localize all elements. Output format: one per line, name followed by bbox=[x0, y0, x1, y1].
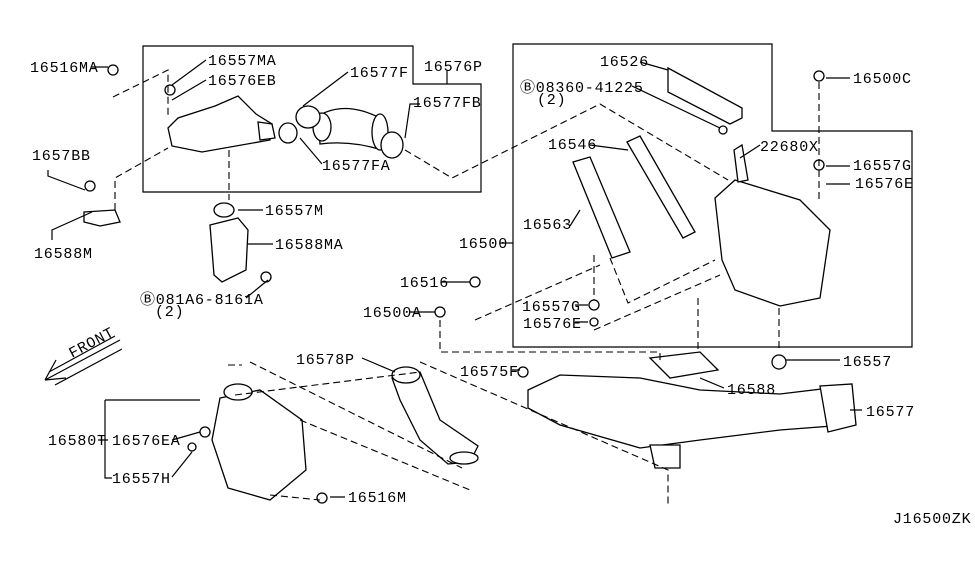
part-callout-label: 16500C bbox=[853, 71, 912, 88]
part-callout-label: 16500A bbox=[363, 305, 422, 322]
diagram-id: J16500ZK bbox=[893, 511, 971, 528]
part-callout-label: 16577 bbox=[866, 404, 915, 421]
air-cleaner-part bbox=[572, 66, 831, 307]
part-callout-label: 16588 bbox=[727, 382, 776, 399]
part-callout-label: 16557 bbox=[843, 354, 892, 371]
group-box-air-cleaner bbox=[512, 43, 913, 348]
part-callout-label: 16576EA bbox=[112, 433, 181, 450]
part-callout-label: 16580T bbox=[48, 433, 107, 450]
part-callout-label: 16588M bbox=[34, 246, 93, 263]
part-callout-label: 16577FB bbox=[413, 95, 482, 112]
part-callout-label: 16516MA bbox=[30, 60, 99, 77]
part-callout-label: 16500 bbox=[459, 236, 508, 253]
part-callout-label: Ⓑ081A6-8161A bbox=[140, 291, 264, 309]
part-callout-label: 16577F bbox=[350, 65, 409, 82]
part-callout-label: 16576E bbox=[855, 176, 914, 193]
intake-duct-part bbox=[527, 351, 857, 469]
part-callout-label: 16577FA bbox=[322, 158, 391, 175]
group-box-duct bbox=[142, 45, 482, 193]
leader-lines bbox=[47, 59, 862, 498]
front-arrow bbox=[44, 335, 123, 386]
part-callout-label: Ⓑ08360-41225 bbox=[520, 79, 644, 97]
part-callout-label: 16526 bbox=[600, 54, 649, 71]
part-callout-label: 16546 bbox=[548, 137, 597, 154]
front-label: FRONT bbox=[66, 324, 117, 362]
part-callout-label: 16575F bbox=[460, 364, 519, 381]
part-callout-label: 16576P bbox=[424, 59, 483, 76]
resonator-part bbox=[167, 95, 276, 153]
resonator-tank-part bbox=[211, 383, 307, 501]
part-callout-label: 16557M bbox=[265, 203, 324, 220]
part-callout-label: 16516 bbox=[400, 275, 449, 292]
air-duct-hose-part bbox=[278, 105, 404, 159]
part-callout-label: 16557G bbox=[853, 158, 912, 175]
bracket-part bbox=[83, 202, 249, 283]
assembly-dashed-lines bbox=[112, 69, 820, 505]
part-callout-label: 1657BB bbox=[32, 148, 91, 165]
part-callout-label: 22680X bbox=[760, 139, 819, 156]
part-callout-label: 16557MA bbox=[208, 53, 277, 70]
part-callout-label: (2) bbox=[155, 304, 184, 321]
part-callout-label: 16557H bbox=[112, 471, 171, 488]
part-callout-label: 16588MA bbox=[275, 237, 344, 254]
part-callout-label: 16576E bbox=[523, 316, 582, 333]
part-callout-label: 16563 bbox=[523, 217, 572, 234]
part-callout-label: 16578P bbox=[296, 352, 355, 369]
part-callout-label: 16557G bbox=[522, 299, 581, 316]
part-callout-label: 16516M bbox=[348, 490, 407, 507]
part-callout-label: 16576EB bbox=[208, 73, 277, 90]
part-callout-label: (2) bbox=[537, 92, 566, 109]
